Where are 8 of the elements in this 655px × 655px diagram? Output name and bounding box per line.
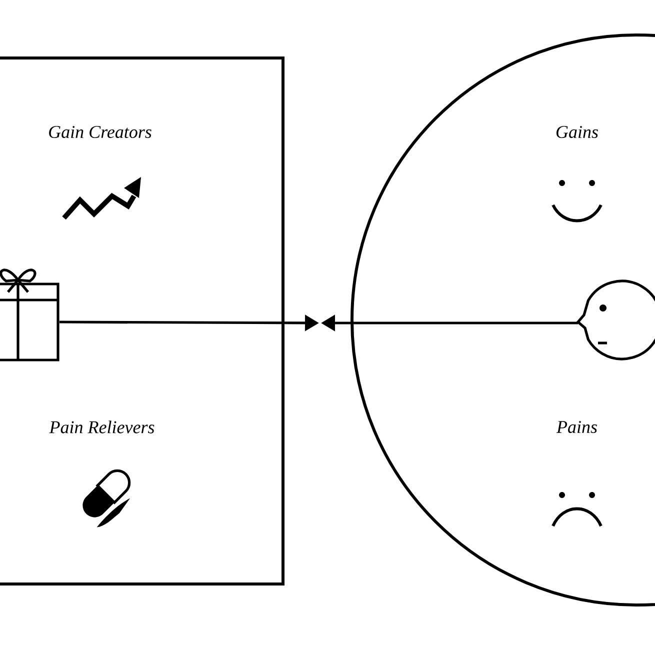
section-heading: Pain Relievers xyxy=(49,420,154,434)
frame-box xyxy=(0,56,284,586)
section-heading: Pains xyxy=(556,420,597,434)
head-drawing xyxy=(576,280,655,360)
circle-frame xyxy=(350,34,655,606)
section-heading: Gain Creators xyxy=(49,126,152,138)
section-heading: Gains xyxy=(556,126,598,138)
gift-drawing xyxy=(0,268,60,362)
